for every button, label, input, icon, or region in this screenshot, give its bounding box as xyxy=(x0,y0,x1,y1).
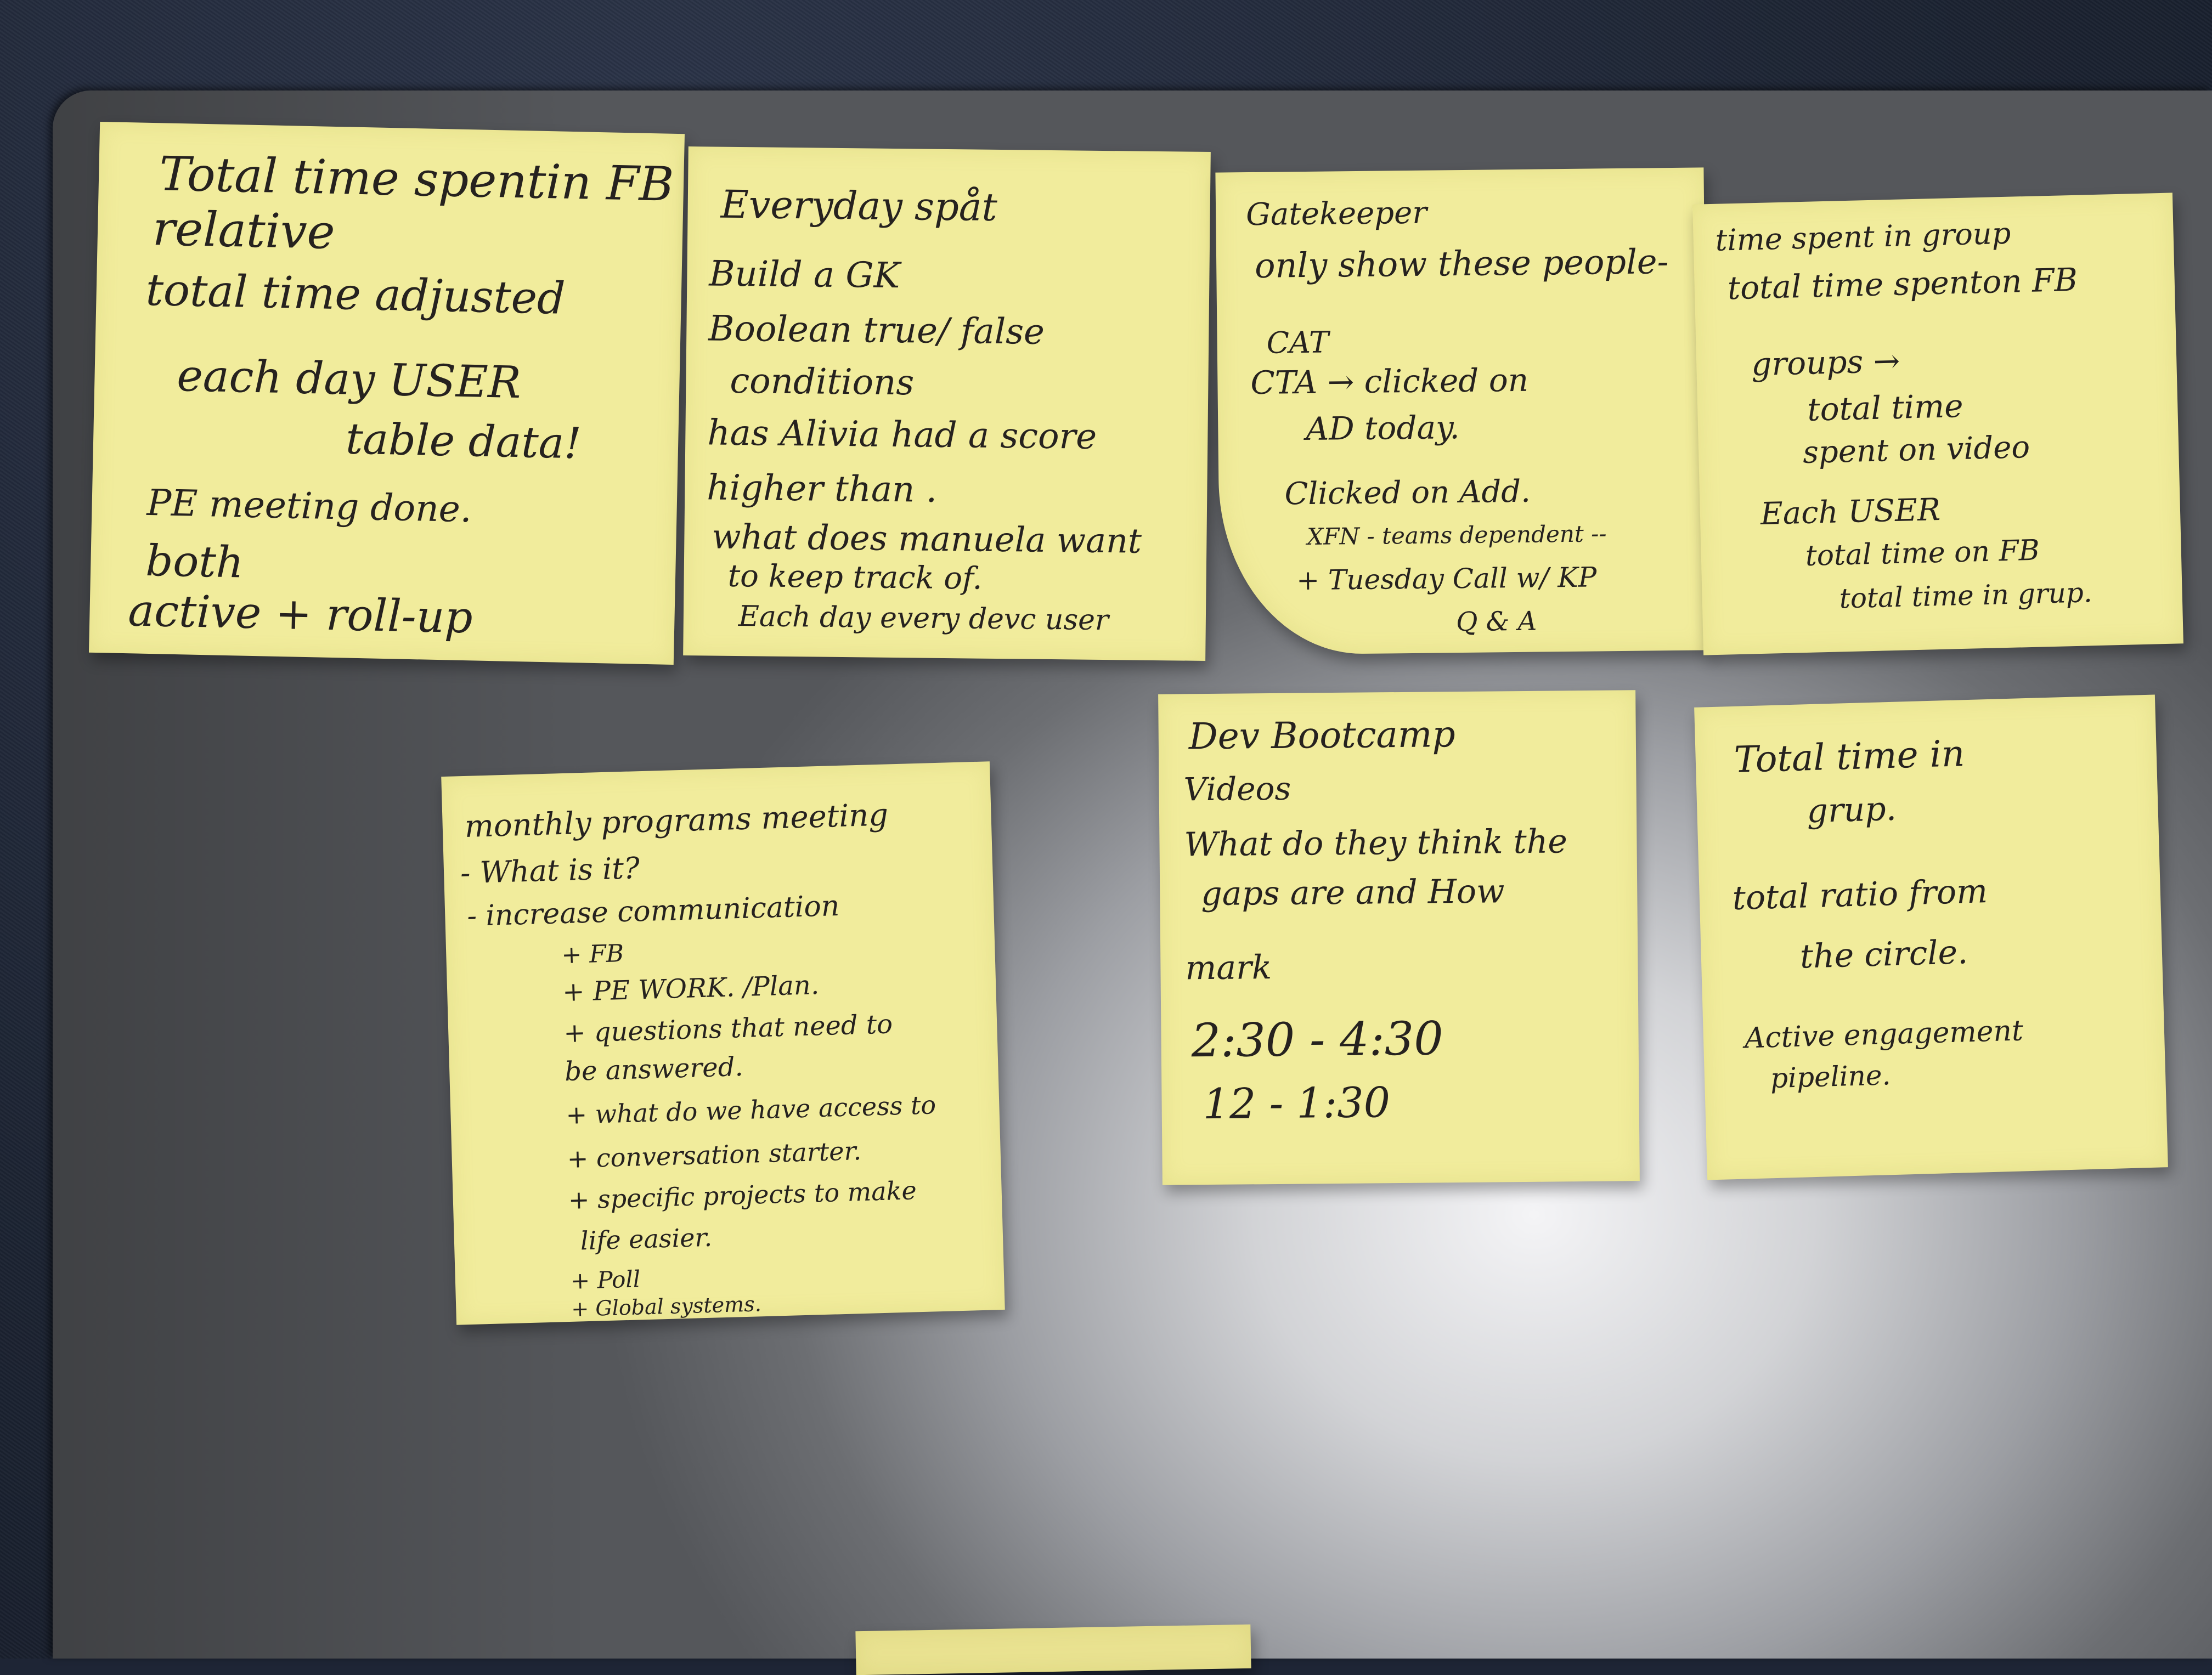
note-line: + conversation starter. xyxy=(567,1136,862,1174)
note-line: - What is it? xyxy=(460,851,640,891)
note-line: only show these people- xyxy=(1254,241,1669,286)
sticky-note-monthly-programs: monthly programs meeting - What is it? -… xyxy=(441,761,1005,1325)
note-line: gaps are and How xyxy=(1200,872,1505,914)
note-line: CTA → clicked on xyxy=(1250,361,1529,402)
note-line: + FB xyxy=(561,939,624,970)
note-line: Total time spentin FB xyxy=(159,146,675,212)
partial-sticky-note xyxy=(855,1624,1251,1675)
note-line: XFN - teams dependent -- xyxy=(1307,520,1607,550)
note-line: spent on video xyxy=(1802,429,2030,471)
note-line: + Global systems. xyxy=(571,1292,762,1321)
sticky-note-total-time-in-group: Total time in grup. total ratio from the… xyxy=(1694,694,2168,1180)
sticky-note-gatekeeper: Gatekeeper only show these people- CAT C… xyxy=(1215,167,1709,655)
note-line: Clicked on Add. xyxy=(1284,473,1531,512)
note-line: higher than . xyxy=(706,467,938,511)
note-line: 2:30 - 4:30 xyxy=(1191,1011,1444,1068)
note-line: What do they think the xyxy=(1184,822,1568,864)
note-line: both xyxy=(145,536,244,588)
note-line: time spent in group xyxy=(1714,216,2011,258)
note-line: Each day every devc user xyxy=(738,600,1109,637)
note-line: total time spenton FB xyxy=(1727,261,2078,307)
note-line: the circle. xyxy=(1799,933,1968,976)
note-line: Each USER xyxy=(1760,491,1941,532)
note-line: be answered. xyxy=(564,1051,744,1088)
note-line: has Alivia had a score xyxy=(707,412,1097,457)
note-line: Q & A xyxy=(1455,606,1537,638)
note-line: total time xyxy=(1807,387,1964,428)
note-line: table data! xyxy=(345,414,582,469)
note-line: Videos xyxy=(1183,769,1291,808)
note-line: total ratio from xyxy=(1731,872,1988,918)
note-line: Gatekeeper xyxy=(1245,195,1427,233)
note-line: + what do we have access to xyxy=(565,1090,936,1130)
sticky-note-everyday-spark: Everyday spåt Build a GK Boolean true/ f… xyxy=(683,146,1211,661)
note-line: monthly programs meeting xyxy=(464,797,889,845)
note-line: 12 - 1:30 xyxy=(1203,1078,1391,1129)
sticky-note-time-spent-fb: Total time spentin FB relative total tim… xyxy=(88,121,685,665)
note-line: relative xyxy=(152,201,336,260)
note-line: Active engagement xyxy=(1744,1014,2024,1055)
note-line: conditions xyxy=(730,360,915,404)
note-line: AD today. xyxy=(1305,409,1460,448)
note-line: + Tuesday Call w/ KP xyxy=(1296,561,1597,597)
note-line: groups → xyxy=(1751,342,1901,383)
note-line: Boolean true/ false xyxy=(708,308,1045,353)
note-line: total time on FB xyxy=(1805,534,2040,573)
note-line: CAT xyxy=(1266,325,1329,360)
note-line: active + roll-up xyxy=(127,585,473,643)
note-line: PE meeting done. xyxy=(146,481,472,531)
note-line: to keep track of. xyxy=(727,558,983,597)
sticky-note-time-in-group: time spent in group total time spenton F… xyxy=(1692,193,2183,655)
note-line: Total time in xyxy=(1733,732,1966,781)
note-line: Everyday spåt xyxy=(720,182,998,230)
note-line: - increase communication xyxy=(466,889,840,933)
note-line: each day USER xyxy=(176,349,522,409)
note-line: + Poll xyxy=(570,1265,641,1294)
note-line: Build a GK xyxy=(709,253,900,297)
note-line: + specific projects to make xyxy=(568,1175,917,1215)
note-line: life easier. xyxy=(580,1222,713,1256)
note-line: + questions that need to xyxy=(563,1009,893,1049)
note-line: mark xyxy=(1185,948,1272,988)
note-line: + PE WORK. /Plan. xyxy=(562,970,820,1008)
note-line: what does manuela want xyxy=(712,516,1142,561)
note-line: total time in grup. xyxy=(1839,576,2093,615)
note-line: Dev Bootcamp xyxy=(1188,713,1455,758)
note-line: total time adjusted xyxy=(145,264,566,324)
note-line: pipeline. xyxy=(1770,1059,1892,1095)
sticky-note-dev-bootcamp: Dev Bootcamp Videos What do they think t… xyxy=(1158,690,1640,1185)
note-line: grup. xyxy=(1806,789,1897,831)
